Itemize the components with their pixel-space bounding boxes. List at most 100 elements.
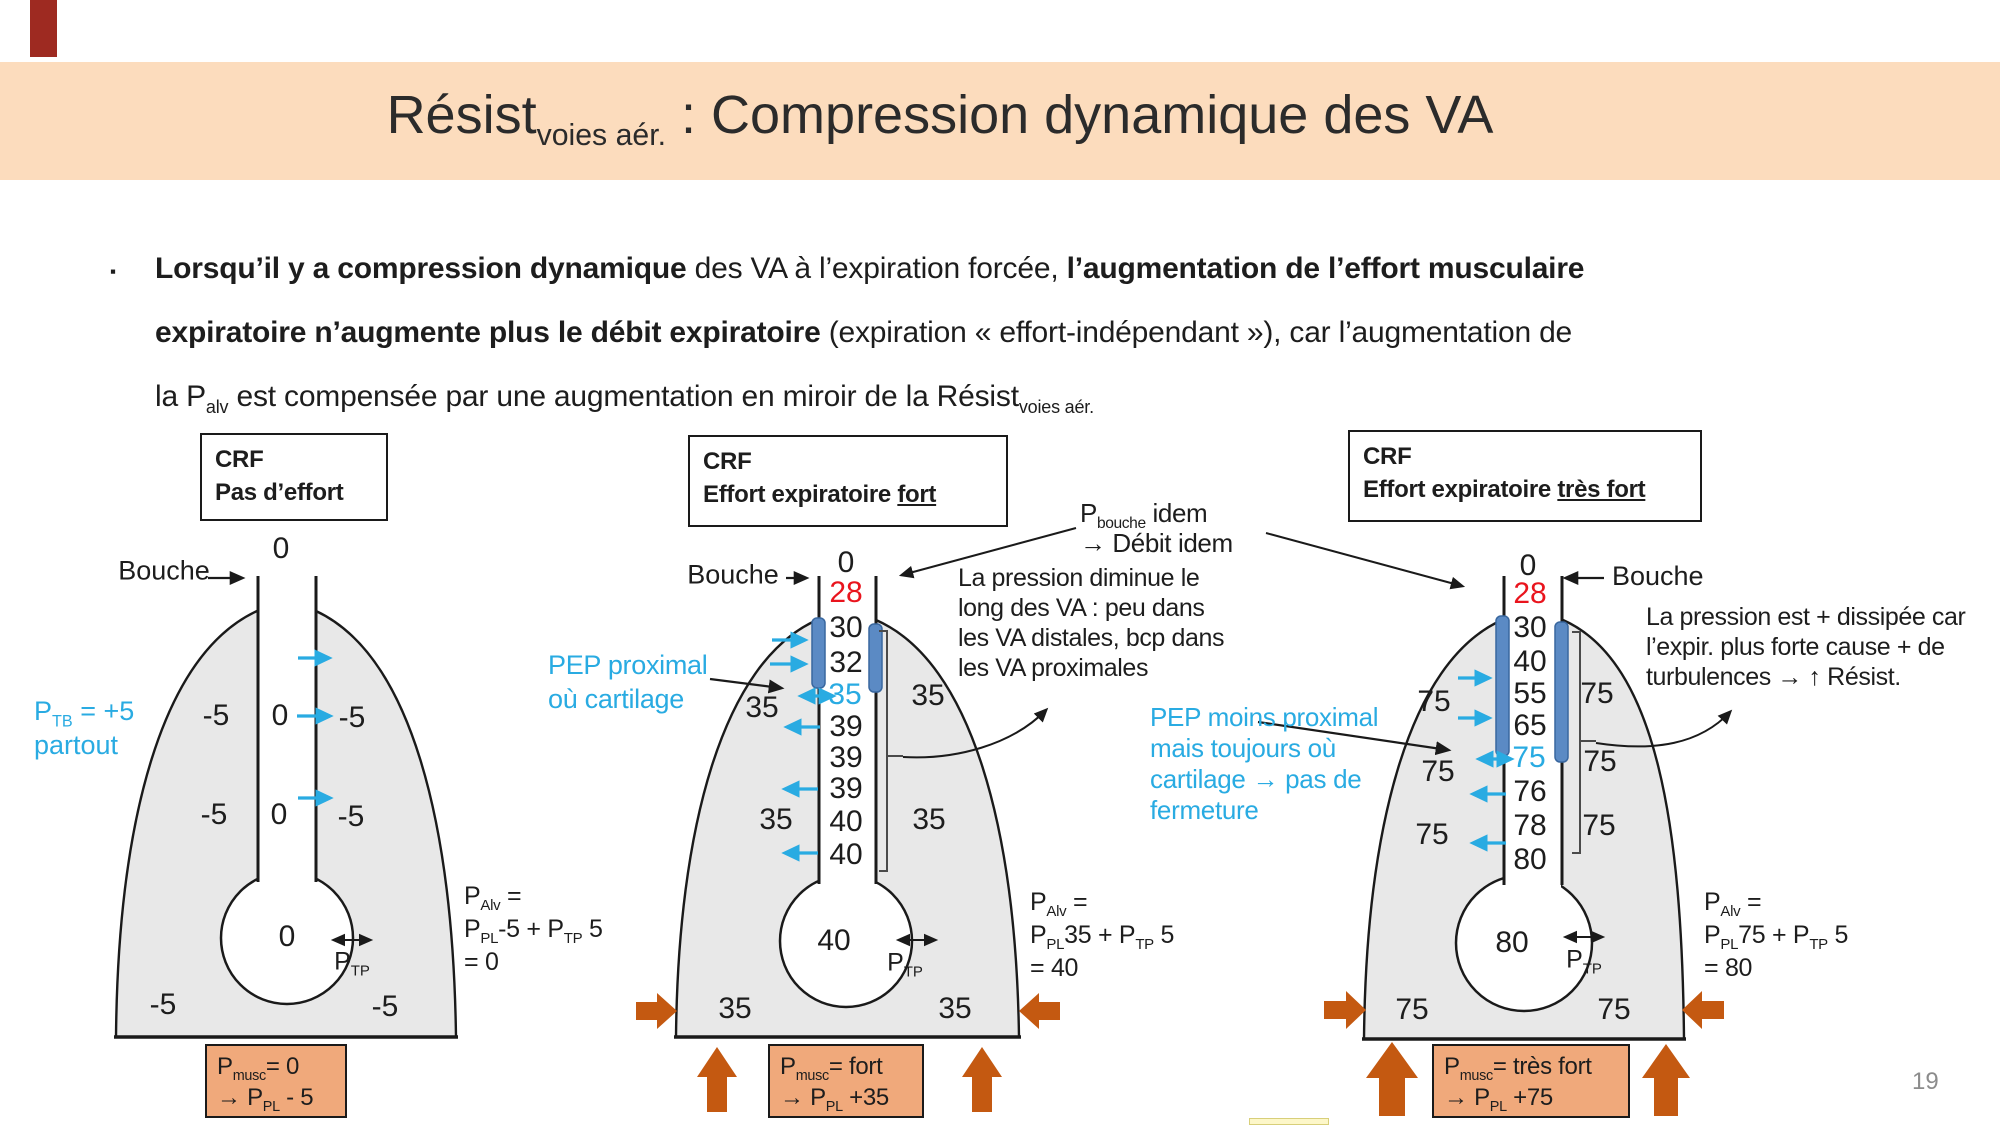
pmusc-block-arrow-right <box>1682 991 1724 1029</box>
pleural-value: 35 <box>718 992 752 1025</box>
airway-lumen <box>820 576 875 944</box>
pep-note: PEP moins proximal mais toujours où cart… <box>1150 702 1379 825</box>
pressure-note: La pression est + dissipée car l’expir. … <box>1646 603 1966 691</box>
airway-value: 76 <box>1513 775 1547 808</box>
pressure-note: La pression diminue le long des VA : peu… <box>958 564 1225 682</box>
alveolus-value: 0 <box>278 920 296 953</box>
airway-value: 35 <box>828 678 862 711</box>
ptp-label: PTP <box>334 947 370 980</box>
corner-mark <box>30 0 57 57</box>
intro-bullet: ▪ <box>110 262 117 281</box>
ptb-note: PTB = +5 partout <box>34 696 135 760</box>
crf-box-no-effort: CRF Pas d’effort <box>200 433 388 521</box>
airway-value: 55 <box>1513 677 1547 710</box>
airway-value: 0 <box>837 546 855 579</box>
airway-bracket <box>879 630 903 872</box>
pleural-value: 75 <box>1582 809 1616 842</box>
ptp-label: PTP <box>887 948 923 981</box>
pmusc-block-arrow-up <box>1366 1042 1418 1116</box>
lung-diagram-strong-effort <box>636 527 1077 1112</box>
airway-value: 39 <box>829 710 863 743</box>
airway-value: 28 <box>829 576 863 609</box>
pbouche-pointer-right <box>1265 532 1466 590</box>
pleural-value: 35 <box>911 679 945 712</box>
pmusc-block-arrow-up <box>697 1047 737 1112</box>
bouche-label: Bouche <box>118 555 210 586</box>
pep-pointer-arrow <box>709 677 785 694</box>
airway-value: 40 <box>829 838 863 871</box>
pleural-value: 75 <box>1417 685 1451 718</box>
title-banner <box>0 62 2000 180</box>
lung-outline-left <box>674 618 818 1038</box>
bouche-label: Bouche <box>687 559 779 590</box>
airway-value: 40 <box>829 805 863 838</box>
airway-value: 39 <box>829 741 863 774</box>
pleural-value: 35 <box>938 992 972 1025</box>
pleural-value: 35 <box>759 803 793 836</box>
lung-outline-right <box>315 609 458 1038</box>
pmusc-block-arrow-left <box>1324 991 1366 1029</box>
pleural-value: 35 <box>745 691 779 724</box>
lung-outline-right <box>1562 618 1686 1040</box>
cartilage-bar <box>811 617 826 689</box>
airway-value: 78 <box>1513 809 1547 842</box>
pmusc-block-arrow-left <box>636 993 677 1029</box>
pleural-value: 75 <box>1415 818 1449 851</box>
airway-value: 75 <box>1512 741 1546 774</box>
cartilage-bar <box>868 623 883 693</box>
cartilage-bar <box>1495 615 1510 757</box>
intro-line-2: expiratoire n’augmente plus le débit exp… <box>155 316 1573 349</box>
pleural-value: 75 <box>1597 993 1631 1026</box>
pleural-value: 75 <box>1583 745 1617 778</box>
pleural-value: -5 <box>337 800 365 833</box>
pleural-value: 75 <box>1421 755 1455 788</box>
crf-box-strong-effort: CRF Effort expiratoire fort <box>688 435 1008 527</box>
pmusc-block-arrow-up <box>1642 1044 1690 1116</box>
pleural-value: -5 <box>149 988 177 1021</box>
pbouche-pointer-left <box>898 527 1077 579</box>
ptp-label: PTP <box>1566 945 1602 978</box>
airway-bracket <box>1572 631 1596 854</box>
pmusc-block-arrow-right <box>1019 993 1060 1029</box>
pleural-value: -5 <box>200 798 228 831</box>
airway-value: 39 <box>829 772 863 805</box>
bracket-annotation-curve <box>902 707 1049 759</box>
pmusc-box: Pmusc= très fort → PPL +75 <box>1432 1044 1630 1118</box>
airway-value: 30 <box>1513 611 1547 644</box>
title-subscript: voies aér. <box>536 118 667 152</box>
lung-diagram-very-strong-effort <box>1257 532 1733 1116</box>
crf-box-very-strong-effort: CRF Effort expiratoire très fort <box>1348 430 1702 522</box>
alveolus-value: 80 <box>1495 926 1529 959</box>
pmusc-box: Pmusc= 0 → PPL - 5 <box>205 1044 347 1118</box>
airway-walls <box>256 576 318 882</box>
airway-value: 0 <box>271 699 289 732</box>
bracket-annotation-curve <box>1595 709 1733 748</box>
pep-pointer-arrow <box>1257 720 1452 756</box>
airway-value: 32 <box>829 646 863 679</box>
title-rest: : Compression dynamique des VA <box>666 85 1494 145</box>
pleural-value: 75 <box>1580 677 1614 710</box>
intro-line-1: Lorsqu’il y a compression dynamique des … <box>155 252 1585 285</box>
airway-value: 65 <box>1513 709 1547 742</box>
bottom-edge-fragment <box>1249 1118 1329 1125</box>
palv-formula: PAlv = PPL75 + PTP 5 = 80 <box>1704 888 1849 982</box>
airway-value: 28 <box>1513 577 1547 610</box>
airway-value: 0 <box>272 532 290 565</box>
bouche-label: Bouche <box>1612 561 1704 591</box>
airway-lumen <box>259 576 315 942</box>
page-number: 19 <box>1912 1068 1939 1095</box>
page-title: Résistvoies aér. : Compression dynamique… <box>0 84 2000 150</box>
lung-diagram-no-effort <box>114 570 458 1039</box>
lung-outline-right <box>875 618 1021 1038</box>
palv-formula: PAlv = PPL35 + PTP 5 = 40 <box>1030 888 1175 982</box>
intro-line-3: la Palv est compensée par une augmentati… <box>155 380 1094 417</box>
airway-value: 80 <box>1513 843 1547 876</box>
pleural-value: 35 <box>912 803 946 836</box>
pleural-value: -5 <box>371 990 399 1023</box>
pleural-value: 75 <box>1395 993 1429 1026</box>
palv-formula: PAlv = PPL-5 + PTP 5 = 0 <box>464 882 603 976</box>
pleural-value: -5 <box>202 699 230 732</box>
pmusc-box: Pmusc= fort → PPL +35 <box>768 1044 924 1118</box>
